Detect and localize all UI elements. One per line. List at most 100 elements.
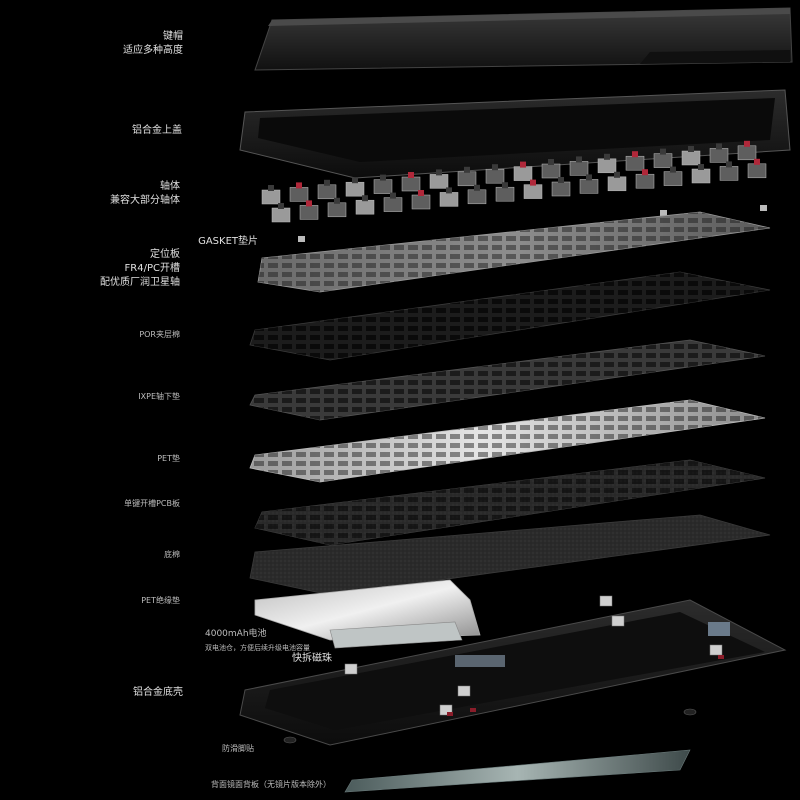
switch-stem: [390, 192, 396, 199]
por-foam-layer: [249, 271, 771, 361]
switch-stem: [502, 182, 508, 189]
switch-stem: [614, 171, 620, 178]
label-magnet: 快拆磁珠: [292, 653, 332, 664]
switch-stem: [474, 184, 480, 191]
switch-body: [597, 158, 617, 174]
switch-body: [439, 192, 459, 207]
switch-body: [747, 163, 767, 179]
switch-stem: [726, 161, 732, 168]
switch-body: [401, 176, 421, 192]
label-switch: 轴体 兼容大部分轴体: [110, 181, 180, 206]
pcb-layer: [254, 459, 766, 546]
switch-body: [373, 179, 393, 194]
label-plate: 定位板 FR4/PC开槽 配优质厂润卫星轴: [100, 249, 180, 288]
anti-slip-feet: [283, 708, 697, 744]
switch-body: [579, 179, 599, 194]
switch-body: [383, 197, 403, 212]
keycaps-layer: [254, 7, 793, 71]
switch-body: [429, 174, 449, 189]
switch-stem: [558, 177, 564, 183]
label-bottom-case: 铝合金底壳: [133, 687, 183, 698]
label-pet: PET垫: [157, 454, 180, 463]
switch-body: [271, 207, 291, 223]
switch-body: [681, 150, 701, 166]
mirror-back-plate: [344, 749, 691, 793]
switch-body: [569, 161, 589, 176]
plate-layer: [257, 211, 771, 293]
switch-body: [541, 163, 561, 179]
switch-stem: [548, 159, 554, 165]
switch-stem: [642, 169, 648, 176]
label-gasket: GASKET垫片: [198, 236, 258, 247]
label-top-case: 铝合金上盖: [132, 125, 182, 136]
switch-body: [551, 181, 571, 197]
switch-body: [289, 187, 309, 202]
switch-stem: [530, 179, 536, 186]
switch-body: [317, 184, 337, 200]
switch-stem: [698, 164, 704, 170]
switch-stem: [408, 172, 414, 178]
switch-stem: [296, 182, 302, 189]
switch-stem: [352, 177, 358, 184]
label-battery: 4000mAh电池 双电池仓，方便后续升级电池容量: [205, 629, 310, 652]
switch-body: [485, 168, 505, 184]
switch-body: [345, 181, 365, 197]
switch-body: [355, 199, 375, 215]
switch-stem: [418, 190, 424, 196]
switch-body: [709, 148, 729, 163]
switch-stem: [492, 164, 498, 171]
switch-body: [411, 194, 431, 210]
switch-stem: [334, 197, 340, 204]
switch-stem: [436, 169, 442, 176]
switch-stem: [446, 187, 452, 194]
label-ixpe: IXPE轴下垫: [138, 392, 180, 401]
label-back-plate: 背面镜面背板（无镜片版本除外）: [211, 780, 331, 789]
switch-stem: [632, 151, 638, 158]
switch-stem: [324, 179, 330, 186]
switch-body: [625, 155, 645, 171]
switch-body: [327, 202, 347, 218]
switch-body: [663, 171, 683, 186]
switch-stem: [306, 200, 312, 207]
switch-stem: [744, 140, 750, 147]
switch-body: [457, 171, 477, 187]
battery: [329, 621, 463, 649]
switch-body: [523, 184, 543, 199]
switch-body: [299, 205, 319, 220]
label-bottom-foam: 底棉: [164, 550, 180, 559]
switch-stem: [604, 153, 610, 160]
switch-body: [261, 189, 281, 205]
switches-layer: [261, 140, 767, 223]
switch-body: [607, 176, 627, 192]
switch-stem: [754, 158, 760, 165]
switch-stem: [268, 185, 274, 191]
label-feet: 防滑脚贴: [222, 744, 254, 753]
switch-stem: [660, 148, 666, 155]
switch-stem: [464, 166, 470, 173]
switch-body: [635, 173, 655, 189]
switch-stem: [576, 156, 582, 163]
label-keycap: 键帽 适应多种高度: [123, 31, 183, 56]
switch-stem: [670, 166, 676, 173]
bottom-case-layer: [239, 595, 787, 746]
switch-body: [719, 166, 739, 181]
switch-stem: [716, 143, 722, 150]
switch-stem: [586, 174, 592, 181]
top-case-layer: [239, 89, 791, 179]
label-pet-insulation: PET绝缘垫: [141, 596, 180, 605]
bottom-foam-layer: [249, 514, 771, 596]
label-por-foam: POR夹层棉: [139, 330, 180, 339]
switch-body: [495, 186, 515, 202]
switch-stem: [362, 195, 368, 202]
switch-stem: [380, 174, 386, 181]
switch-stem: [278, 203, 284, 209]
switch-body: [691, 168, 711, 184]
switch-body: [513, 166, 533, 181]
switch-stem: [688, 146, 694, 152]
switch-body: [467, 189, 487, 205]
switch-stem: [520, 161, 526, 168]
switch-body: [737, 145, 757, 161]
ixpe-layer: [249, 339, 766, 421]
switch-body: [653, 153, 673, 168]
